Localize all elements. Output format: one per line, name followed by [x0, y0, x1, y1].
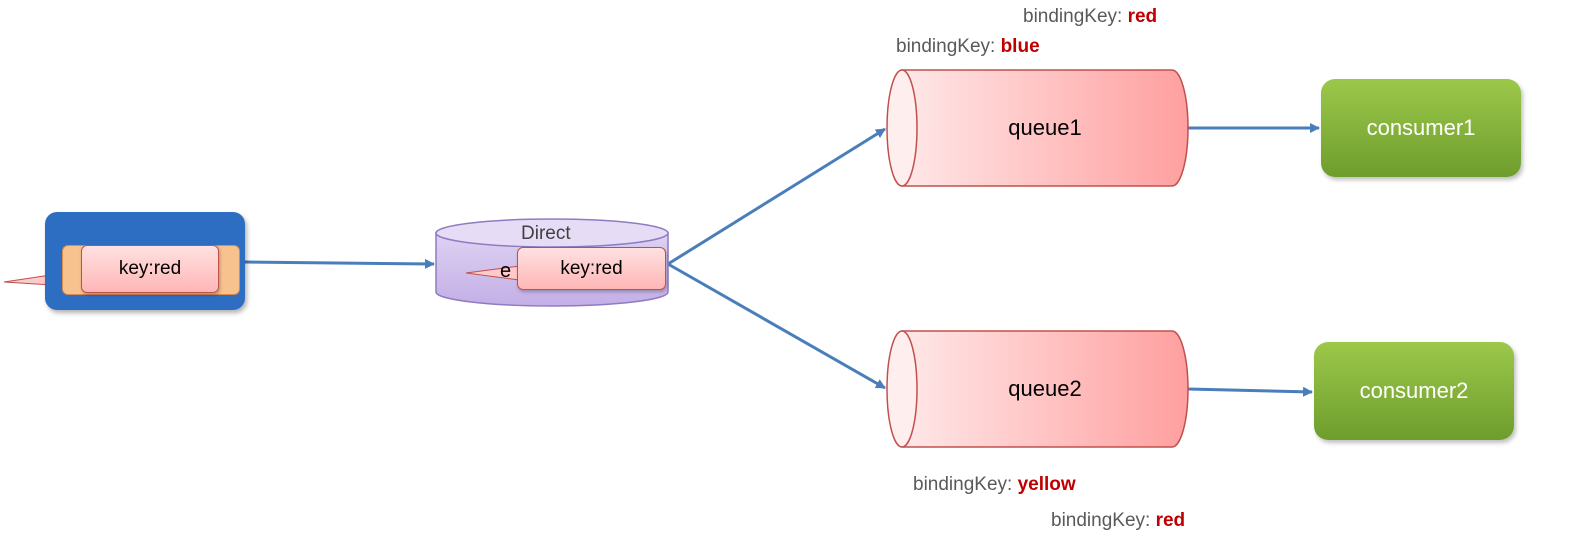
- binding-key-prefix: bindingKey:: [1051, 510, 1156, 531]
- binding-key-prefix: bindingKey:: [913, 474, 1018, 495]
- publisher-message: key:red: [81, 245, 219, 293]
- consumer2-box[interactable]: consumer2: [1314, 342, 1514, 440]
- binding-key-red-top: bindingKey: red: [1023, 6, 1157, 28]
- publisher-message-label: key:red: [118, 258, 182, 279]
- consumer1-label: consumer1: [1366, 115, 1476, 140]
- queue2-cylinder: [886, 330, 1189, 448]
- binding-key-value: yellow: [1017, 474, 1076, 495]
- binding-key-yellow: bindingKey: yellow: [913, 474, 1076, 496]
- binding-key-value: red: [1155, 510, 1186, 531]
- binding-key-value: red: [1127, 6, 1158, 27]
- queue1-label: queue1: [1008, 115, 1082, 140]
- binding-key-prefix: bindingKey:: [896, 36, 1001, 57]
- arrow-queue2-to-consumer2: [1187, 386, 1313, 397]
- binding-key-value: blue: [1000, 36, 1040, 57]
- queue1-cylinder: [886, 69, 1189, 187]
- arrow-publisher-to-exchange: [244, 258, 435, 269]
- exchange-type-label: Direct: [521, 223, 571, 244]
- exchange-message-label: key:red: [560, 257, 623, 279]
- binding-key-red-bottom: bindingKey: red: [1051, 510, 1185, 532]
- consumer2-label: consumer2: [1359, 378, 1469, 403]
- exchange-message: key:red: [517, 247, 666, 290]
- binding-key-blue: bindingKey: blue: [896, 36, 1040, 58]
- queue2-label: queue2: [1008, 376, 1082, 401]
- arrow-exchange-to-queue2: [667, 262, 886, 390]
- arrow-exchange-to-queue1: [667, 127, 886, 266]
- exchange-name-partial: e: [500, 260, 512, 282]
- consumer1-box[interactable]: consumer1: [1321, 79, 1521, 177]
- binding-key-prefix: bindingKey:: [1023, 6, 1128, 27]
